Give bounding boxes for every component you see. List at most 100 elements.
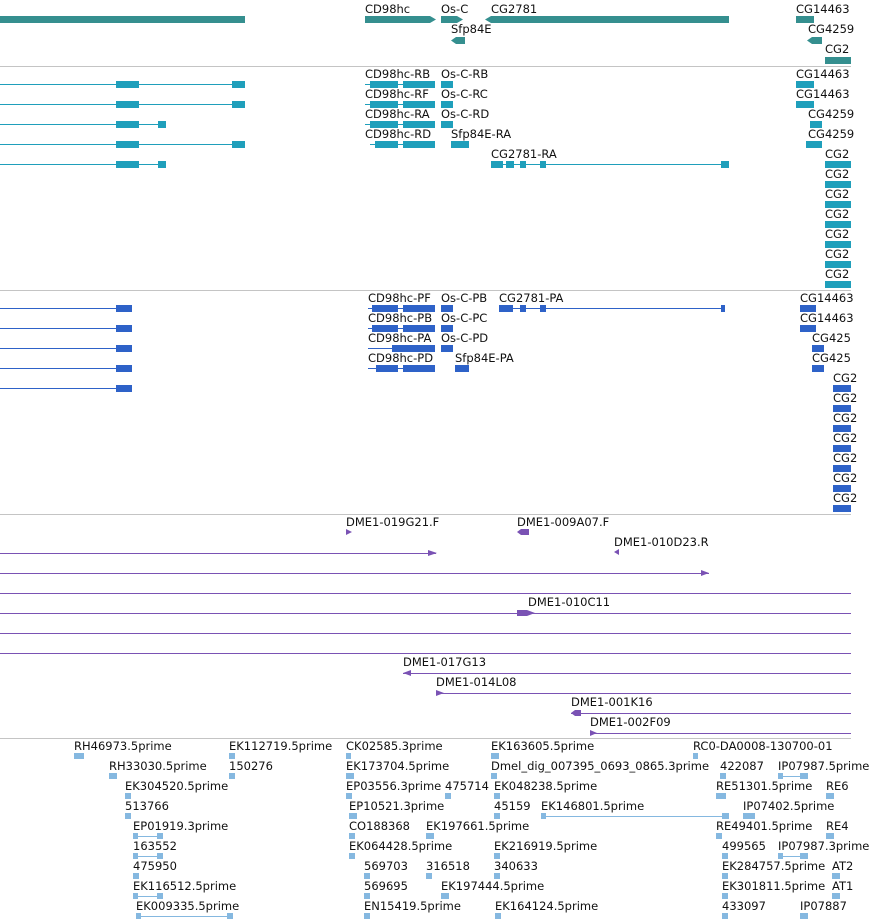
est-feature[interactable]	[800, 913, 808, 919]
transcript-label[interactable]: CG2	[825, 207, 850, 221]
insertion-label[interactable]: DME1-009A07.F	[517, 515, 610, 529]
transcript-exon[interactable]	[403, 101, 435, 108]
gene-feature[interactable]	[491, 16, 729, 23]
cds-label[interactable]: CG2	[833, 411, 858, 425]
cds-label[interactable]: CG2781-PA	[499, 291, 564, 305]
est-label[interactable]: RH33030.5prime	[109, 759, 207, 773]
est-label[interactable]: 475950	[133, 859, 177, 873]
cds-exon[interactable]	[116, 365, 132, 372]
transcript-exon[interactable]	[825, 221, 851, 228]
est-feature[interactable]	[125, 793, 131, 799]
cds-label[interactable]: CG2	[833, 391, 858, 405]
cds-exon[interactable]	[116, 345, 132, 352]
transcript-exon[interactable]	[370, 101, 398, 108]
est-label[interactable]: EP10521.3prime	[349, 799, 445, 813]
cds-exon[interactable]	[721, 305, 725, 312]
est-feature[interactable]	[693, 753, 698, 759]
est-label[interactable]: EK173704.5prime	[346, 759, 450, 773]
est-label[interactable]: EP03556.3prime	[346, 779, 442, 793]
insertion-marker[interactable]	[517, 529, 529, 535]
est-feature[interactable]	[778, 773, 783, 779]
transcript-exon[interactable]	[158, 161, 166, 168]
insertion-marker[interactable]	[571, 710, 581, 716]
transcript-label[interactable]: CG14463	[796, 87, 850, 101]
est-label[interactable]: EK163605.5prime	[491, 739, 595, 753]
transcript-exon[interactable]	[403, 121, 435, 128]
transcript-label[interactable]: CD98hc-RB	[365, 67, 431, 81]
transcript-label[interactable]: CG4259	[808, 107, 855, 121]
insertion-marker[interactable]	[428, 550, 437, 556]
cds-label[interactable]: CG2	[833, 431, 858, 445]
est-feature[interactable]	[349, 813, 357, 819]
est-label[interactable]: 569703	[364, 859, 408, 873]
est-feature[interactable]	[716, 793, 726, 799]
est-feature[interactable]	[364, 873, 370, 879]
transcript-exon[interactable]	[825, 181, 851, 188]
cds-label[interactable]: CG425	[812, 351, 851, 365]
insertion-label[interactable]: DME1-001K16	[571, 695, 653, 709]
insertion-track[interactable]: DME1-019G21.F DME1-009A07.F DME1-010D23.…	[0, 515, 851, 738]
est-feature[interactable]	[136, 913, 141, 919]
est-label[interactable]: 433097	[722, 899, 766, 913]
cds-exon[interactable]	[441, 345, 453, 352]
est-feature[interactable]	[491, 753, 499, 759]
cds-exon[interactable]	[372, 325, 398, 332]
gene-label[interactable]: CG2781	[491, 2, 538, 16]
transcript-exon[interactable]	[403, 141, 435, 148]
est-feature[interactable]	[109, 773, 117, 779]
est-feature[interactable]	[722, 853, 728, 859]
cds-label[interactable]: CD98hc-PA	[368, 331, 432, 345]
transcript-exon[interactable]	[116, 81, 139, 88]
transcript-label[interactable]: CG2	[825, 187, 850, 201]
est-feature[interactable]	[426, 873, 432, 879]
est-feature[interactable]	[349, 853, 355, 859]
cds-label[interactable]: CG2	[833, 371, 858, 385]
cds-exon[interactable]	[833, 385, 851, 392]
est-label[interactable]: 499565	[722, 839, 766, 853]
transcript-exon[interactable]	[491, 161, 503, 168]
transcript-exon[interactable]	[375, 141, 398, 148]
cds-exon[interactable]	[116, 325, 132, 332]
transcript-exon[interactable]	[116, 121, 139, 128]
cds-exon[interactable]	[812, 365, 824, 372]
cds-exon[interactable]	[833, 405, 851, 412]
est-label[interactable]: EK164124.5prime	[495, 899, 599, 913]
est-feature[interactable]	[491, 773, 497, 779]
cds-label[interactable]: CD98hc-PB	[368, 311, 433, 325]
gene-feature[interactable]	[441, 16, 457, 23]
cds-exon[interactable]	[392, 345, 435, 352]
est-label[interactable]: EK304520.5prime	[125, 779, 229, 793]
est-label[interactable]: EK197661.5prime	[426, 819, 530, 833]
transcript-label[interactable]: Os-C-RB	[441, 67, 489, 81]
est-label[interactable]: EK048238.5prime	[494, 779, 598, 793]
est-label[interactable]: CO188368	[349, 819, 410, 833]
cds-exon[interactable]	[441, 305, 453, 312]
transcript-label[interactable]: CD98hc-RA	[365, 107, 430, 121]
gene-feature[interactable]	[0, 16, 245, 23]
est-label[interactable]: IP07402.5prime	[743, 799, 835, 813]
est-label[interactable]: 569695	[364, 879, 408, 893]
est-label[interactable]: EK116512.5prime	[133, 879, 237, 893]
cds-exon[interactable]	[116, 305, 132, 312]
est-label[interactable]: EK216919.5prime	[494, 839, 598, 853]
transcript-exon[interactable]	[825, 161, 851, 168]
insertion-label[interactable]: DME1-014L08	[436, 675, 517, 689]
transcript-track[interactable]: CD98hc-RB Os-C-RB CG14463 CD98hc-RF Os-C…	[0, 67, 855, 290]
insertion-marker[interactable]	[517, 610, 535, 616]
cds-exon[interactable]	[441, 325, 453, 332]
transcript-label[interactable]: CG2781-RA	[491, 147, 557, 161]
est-feature[interactable]	[826, 833, 834, 839]
est-label[interactable]: 316518	[426, 859, 470, 873]
insertion-marker[interactable]	[701, 570, 709, 576]
cds-label[interactable]: CG14463	[800, 311, 854, 325]
est-label[interactable]: RE4	[826, 819, 849, 833]
gene-track[interactable]: CD98hc Os-C CG2781 CG14463 Sfp84E CG4259…	[0, 0, 854, 66]
transcript-exon[interactable]	[796, 101, 814, 108]
est-feature[interactable]	[832, 893, 840, 899]
est-feature[interactable]	[133, 873, 139, 879]
transcript-exon[interactable]	[403, 81, 435, 88]
gene-label[interactable]: Sfp84E	[451, 22, 492, 36]
est-label[interactable]: EK197444.5prime	[441, 879, 545, 893]
gene-label[interactable]: CG14463	[796, 2, 850, 16]
transcript-exon[interactable]	[370, 81, 398, 88]
